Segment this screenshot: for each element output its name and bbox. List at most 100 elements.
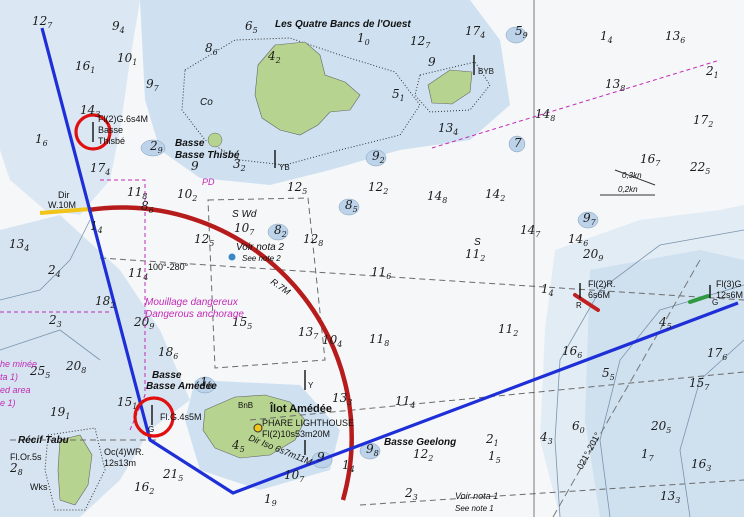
minee-4: e 1) [0,398,16,408]
depth-contours [0,219,744,517]
dir-label: Dir [58,190,70,200]
depth-sounding: 85 [345,198,358,214]
minee-1: he minée [0,359,37,369]
current-2: 0,2kn [618,185,638,194]
depth-sounding: 23 [48,313,62,329]
depth-sounding: 118 [127,185,147,201]
light-sector-arc [87,205,354,501]
fl3g-g: G [712,298,718,307]
depth-sounding: 255 [29,364,50,380]
buoy-icons [92,55,711,455]
depth-sounding: 94 [112,19,125,35]
label-basse-thisbe: Basse Thisbé [175,150,240,161]
depth-sounding: 104 [322,333,342,349]
depth-sounding: 127 [32,14,53,30]
depth-sounding: 14 [342,458,355,474]
tabu-light-1: Fl.Or.5s [10,452,42,462]
depth-sounding: 133 [332,391,352,407]
depth-sounding: 137 [298,325,319,341]
current-arrows [600,169,656,196]
depth-sounding: 162 [134,480,154,496]
thisbe-light-1: Fl(2)G.6s4M [98,114,148,124]
depth-sounding: 15 [488,449,501,465]
label-basse-thisbe-1: Basse [175,138,205,149]
depth-sounding: 21 [705,64,719,80]
label-mouillage: Mouillage dangereux [145,297,239,308]
dir-sector-label: W.10M [48,200,76,210]
island-quatre-bancs [254,41,361,136]
lighthouse-label-1: PHARE LIGHTHOUSE [262,418,354,428]
depth-sounding: 45 [658,315,672,331]
depth-sounding: 136 [665,29,685,45]
depth-sounding: 9 [317,450,325,464]
depth-sounding: 128 [303,232,323,248]
depth-sounding: 208 [65,359,86,375]
depth-sounding: 146 [568,232,588,248]
label-ilot-amedee: Îlot Amédée [269,402,332,415]
depth-sounding: 97 [583,211,597,227]
depth-sounding: 205 [650,419,671,435]
depth-sounding: 107 [234,221,255,237]
limits [10,197,744,506]
fl2r-r: R [576,301,582,310]
reef-tabu-land [57,434,93,506]
fl2r-light-1: Fl(2)R. [588,279,616,289]
highlight-thisbe[interactable] [74,113,112,151]
depth-sounding: 147 [520,223,541,239]
minee-3: ed area [0,385,31,395]
magenta-limits [0,59,721,431]
depth-sounding: 10 [357,31,370,47]
label-co: Co [200,97,213,108]
depth-sounding: 138 [605,77,625,93]
depth-sounding: 92 [372,149,385,165]
depth-sounding: 10 [200,375,213,391]
oc-light-2: 12s13m [104,458,136,468]
depth-sounding: 148 [427,189,447,205]
depth-sounding: 55 [602,366,615,382]
label-s: S [474,237,481,248]
depth-sounding: 122 [413,447,433,463]
depth-sounding: 125 [194,232,214,248]
planned-route[interactable] [40,27,739,495]
depth-sounding: 114 [395,394,415,410]
islet-east [427,69,473,105]
depth-sounding: 127 [410,34,431,50]
depth-sounding: 133 [660,489,680,505]
minee-2: ta 1) [0,372,18,382]
label-recif-tabu: Récif Tabu [18,435,69,446]
depth-sounding: 134 [438,121,458,137]
depth-sounding: 9 [191,159,199,173]
depth-sounding: 215 [162,467,183,483]
amedee-light-1: Fl.G.4s5M [160,412,202,422]
note-voir-1: Voir nota 1 [455,491,498,501]
depth-sounding: 29 [149,139,163,155]
depth-sounding: 7 [514,136,522,150]
depth-sounding: 174 [465,24,485,40]
depth-sounding: 125 [287,180,307,196]
depth-sounding: 14 [90,219,103,235]
depth-sounding: 142 [485,187,505,203]
label-basse-amedee-1: Basse [152,370,182,381]
shoal-circles [140,26,599,469]
pd-label: PD [202,177,215,187]
reef-outline-tabu [44,427,106,511]
fl2r-light-2: 6s6M [588,290,610,300]
label-quatre-bancs: Les Quatre Bancs de l'Ouest [275,19,411,30]
depth-sounding: 82 [274,223,287,239]
depth-sounding: 191 [50,405,70,421]
depth-sounding: 167 [640,152,661,168]
depth-sounding: 174 [90,161,110,177]
green-flare [688,294,710,304]
lighthouse-label-2: Fl(2)10s53m20M [262,429,330,439]
depth-sounding: 166 [562,344,582,360]
depth-sounding: 24 [47,263,61,279]
depth-sounding: 186 [158,345,178,361]
depth-sounding: 209 [582,247,603,263]
highlight-amedee[interactable] [133,396,175,438]
depth-sounding: 114 [128,266,148,282]
depth-sounding: 112 [465,247,485,263]
depth-sounding: 43 [539,430,553,446]
depth-sounding: 209 [133,315,154,331]
